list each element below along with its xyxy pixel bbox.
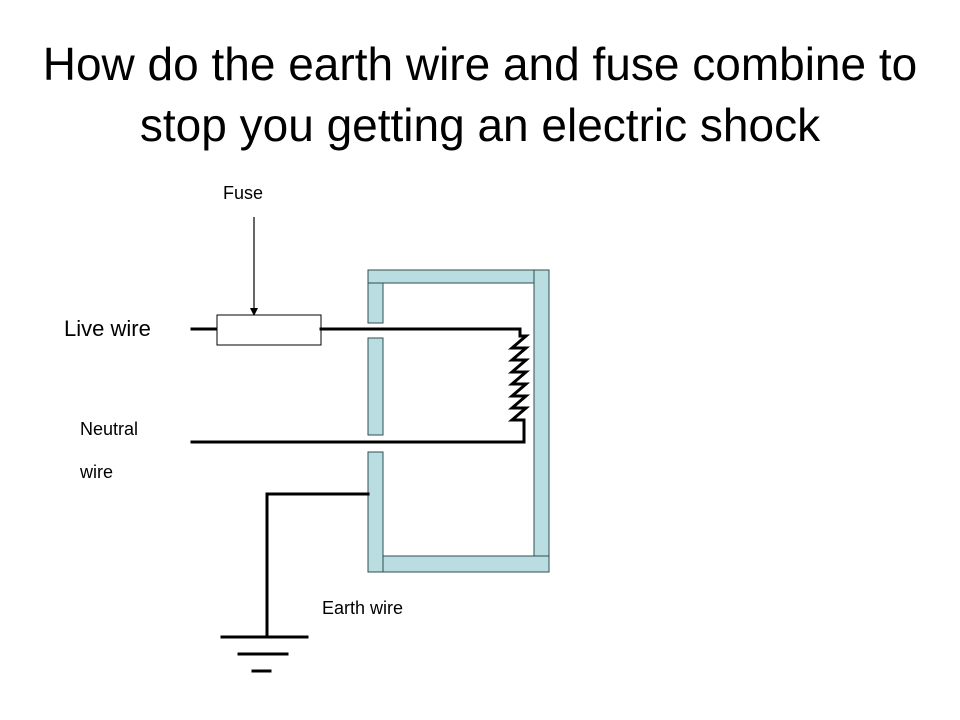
fuse-label: Fuse bbox=[223, 183, 264, 203]
heating-element-resistor bbox=[507, 329, 531, 424]
earth-wire bbox=[265, 492, 370, 638]
fuse-pointer-arrow bbox=[250, 217, 258, 316]
casing-left-panel-middle bbox=[367, 337, 384, 436]
casing-top-panel bbox=[367, 269, 550, 284]
neutral-wire-label-line1: Neutral bbox=[80, 419, 139, 439]
live-wire-label: Live wire bbox=[64, 316, 151, 341]
neutral-wire-label: Neutral wire bbox=[80, 408, 138, 494]
appliance-casing bbox=[367, 269, 550, 573]
earth-wire-label: Earth wire bbox=[322, 598, 404, 618]
fuse-cartridge bbox=[216, 314, 322, 346]
casing-right-panel bbox=[533, 269, 550, 557]
live-wire bbox=[190, 314, 522, 346]
earth-ground-symbol bbox=[220, 635, 309, 673]
casing-left-panel-upper bbox=[367, 282, 384, 324]
slide-title: How do the earth wire and fuse combine t… bbox=[42, 38, 918, 151]
neutral-wire bbox=[190, 418, 526, 444]
neutral-wire-label-line2: wire bbox=[80, 462, 114, 482]
casing-left-panel-lower bbox=[367, 451, 384, 573]
casing-bottom-panel bbox=[382, 555, 550, 573]
